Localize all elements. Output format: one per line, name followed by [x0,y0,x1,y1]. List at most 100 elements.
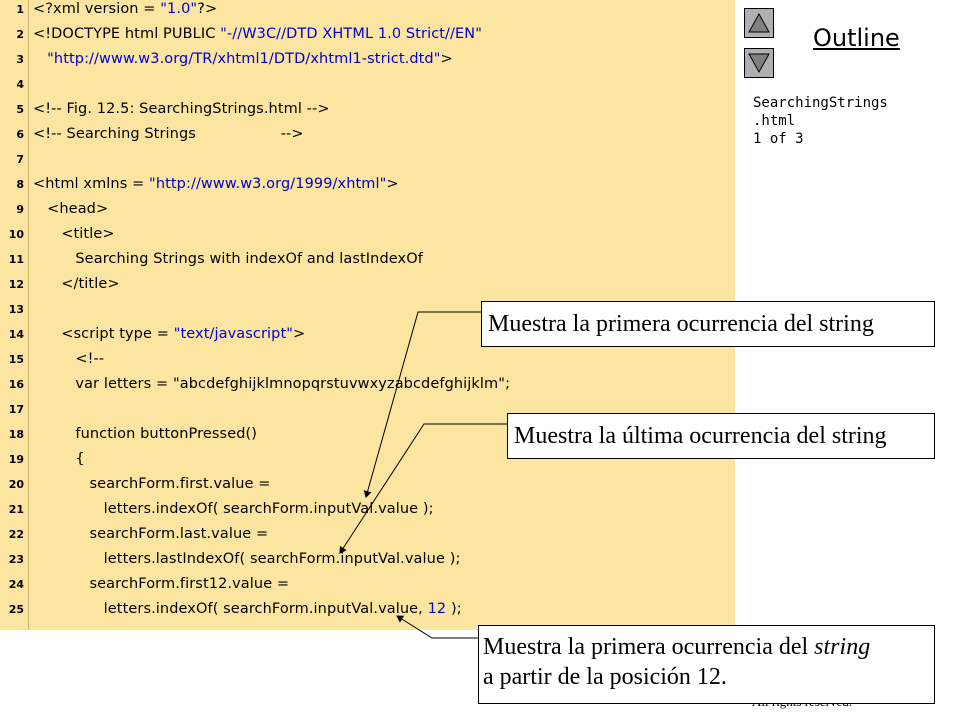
code-token: "http://www.w3.org/TR/xhtml1/DTD/xhtml1-… [47,51,441,67]
code-line: 4 [0,75,735,100]
line-number: 24 [8,578,24,591]
code-token: </title> [33,276,120,292]
callout-first-occurrence: Muestra la primera ocurrencia del string [481,301,935,347]
code-line: 20 searchForm.first.value = [0,475,735,500]
code-text: letters.indexOf( searchForm.inputVal.val… [33,501,434,517]
code-token: "-//W3C//DTD XHTML 1.0 Strict//EN" [220,26,482,42]
triangle-down-icon [748,53,770,74]
line-number: 15 [8,353,24,366]
line-number: 23 [8,553,24,566]
line-number: 25 [8,603,24,616]
code-line: 24 searchForm.first12.value = [0,575,735,600]
code-text: <?xml version = "1.0"?> [33,1,217,17]
line-number: 22 [8,528,24,541]
line-number: 11 [8,253,24,266]
code-line: 10 <title> [0,225,735,250]
line-number: 9 [16,203,24,216]
code-line: 12 </title> [0,275,735,300]
page-indicator: 1 of 3 [753,131,804,147]
callout-from12-line1: Muestra la primera ocurrencia del string [483,632,934,662]
code-text: <!-- [33,351,104,367]
code-text: searchForm.first12.value = [33,576,290,592]
line-number: 17 [8,403,24,416]
code-token: searchForm.first.value = [33,476,271,492]
code-token: "text/javascript" [173,326,294,342]
code-line: 11 Searching Strings with indexOf and la… [0,250,735,275]
code-token: "http://www.w3.org/1999/xhtml" [149,176,387,192]
code-token [33,51,47,67]
line-number-gutter [0,0,29,630]
code-token: letters.indexOf( searchForm.inputVal.val… [33,501,434,517]
code-token: <!-- Searching Strings --> [33,126,304,142]
line-number: 3 [16,53,24,66]
code-line: 6 <!-- Searching Strings --> [0,125,735,150]
callout-from12-prefix: Muestra la primera ocurrencia del [483,634,815,660]
code-line: 14 <script type = "text/javascript"> [0,325,735,350]
code-text: "http://www.w3.org/TR/xhtml1/DTD/xhtml1-… [33,51,453,67]
code-token: > [440,51,453,67]
code-line: 18 function buttonPressed() [0,425,735,450]
code-token: > [293,326,306,342]
line-number: 16 [8,378,24,391]
code-text: <html xmlns = "http://www.w3.org/1999/xh… [33,176,399,192]
code-token: searchForm.last.value = [33,526,269,542]
line-number: 4 [16,78,24,91]
code-token: <html xmlns = [33,176,150,192]
callout-first-text: Muestra la primera ocurrencia del string [488,311,874,337]
code-text: searchForm.last.value = [33,526,269,542]
line-number: 2 [16,28,24,41]
code-token: "abcdefghijklmnopqrstuvwxyzabcdefghijklm… [172,376,506,392]
file-name-line2: .html [753,113,796,129]
code-line: 22 searchForm.last.value = [0,525,735,550]
triangle-up-icon [748,12,770,33]
code-text: { [33,451,85,467]
code-line: 21 letters.indexOf( searchForm.inputVal.… [0,500,735,525]
code-text: var letters = "abcdefghijklmnopqrstuvwxy… [33,376,510,392]
code-text: <!-- Fig. 12.5: SearchingStrings.html --… [33,101,330,117]
file-name-line1: SearchingStrings [753,95,888,111]
code-token: ?> [197,1,218,17]
callout-last-occurrence: Muestra la última ocurrencia del string [507,413,935,459]
line-number: 8 [16,178,24,191]
line-number: 18 [8,428,24,441]
code-token: <?xml version = [33,1,161,17]
previous-slide-button[interactable] [744,8,774,38]
code-token: <!-- [33,351,105,367]
code-text: </title> [33,276,120,292]
code-line: 19 { [0,450,735,475]
next-slide-button[interactable] [744,48,774,78]
code-text: Searching Strings with indexOf and lastI… [33,251,423,267]
code-text: letters.lastIndexOf( searchForm.inputVal… [33,551,461,567]
code-line: 17 [0,400,735,425]
code-text: <title> [33,226,115,242]
line-number: 13 [8,303,24,316]
callout-from-position-12: Muestra la primera ocurrencia del string… [478,625,935,704]
code-line: 9 <head> [0,200,735,225]
code-line: 7 [0,150,735,175]
code-token: <!-- Fig. 12.5: SearchingStrings.html --… [33,101,330,117]
code-token: var letters = [33,376,173,392]
code-text: <!-- Searching Strings --> [33,126,304,142]
code-line: 16 var letters = "abcdefghijklmnopqrstuv… [0,375,735,400]
code-token: letters.indexOf( searchForm.inputVal.val… [33,601,428,617]
code-token: > [386,176,399,192]
code-token: ); [446,601,462,617]
line-number: 14 [8,328,24,341]
code-line: 15 <!-- [0,350,735,375]
code-token: Searching Strings with indexOf and lastI… [33,251,423,267]
code-token: function buttonPressed() [33,426,258,442]
line-number: 10 [8,228,24,241]
line-number: 6 [16,128,24,141]
code-token: 12 [427,601,447,617]
code-line: 2 <!DOCTYPE html PUBLIC "-//W3C//DTD XHTM… [0,25,735,50]
code-token: <!DOCTYPE html PUBLIC [33,26,221,42]
code-line: 23 letters.lastIndexOf( searchForm.input… [0,550,735,575]
callout-last-text: Muestra la última ocurrencia del string [514,423,887,449]
code-line: 5<!-- Fig. 12.5: SearchingStrings.html -… [0,100,735,125]
code-text: function buttonPressed() [33,426,257,442]
line-number: 12 [8,278,24,291]
outline-link[interactable]: Outline [813,24,900,52]
code-line: 3 "http://www.w3.org/TR/xhtml1/DTD/xhtml… [0,50,735,75]
code-text: letters.indexOf( searchForm.inputVal.val… [33,601,462,617]
callout-from12-emphasis: string [814,634,871,660]
